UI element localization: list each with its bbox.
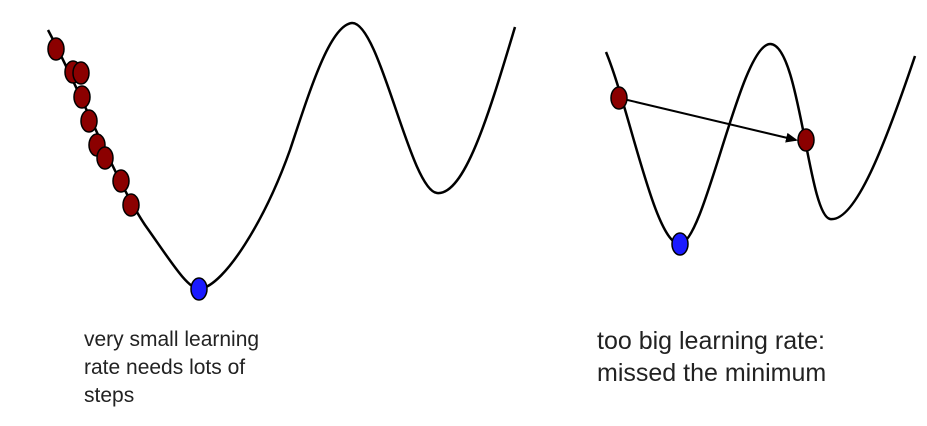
big-lr-loss-curve: [604, 42, 917, 246]
small-lr-step-point: [112, 169, 130, 193]
big-lr-step-end-point: [797, 128, 815, 152]
big-lr-caption: too big learning rate: missed the minimu…: [597, 327, 827, 387]
small-lr-step-point: [80, 109, 98, 133]
small-lr-step-point: [47, 37, 65, 61]
big-lr-step-arrow: [618, 97, 798, 143]
small-lr-loss-curve: [46, 21, 517, 291]
small-lr-panel: [46, 21, 517, 301]
small-lr-step-point: [122, 193, 140, 217]
big-lr-step-start-point: [610, 86, 628, 110]
small-lr-caption: very small learning rate needs lots of s…: [84, 328, 260, 407]
big-lr-minimum-point: [671, 232, 689, 256]
small-lr-step-point: [73, 85, 91, 109]
small-lr-step-points: [47, 37, 140, 217]
small-lr-minimum-point: [190, 277, 208, 301]
small-lr-step-point: [96, 146, 114, 170]
small-lr-step-point: [72, 61, 90, 85]
big-lr-panel: [604, 42, 917, 256]
